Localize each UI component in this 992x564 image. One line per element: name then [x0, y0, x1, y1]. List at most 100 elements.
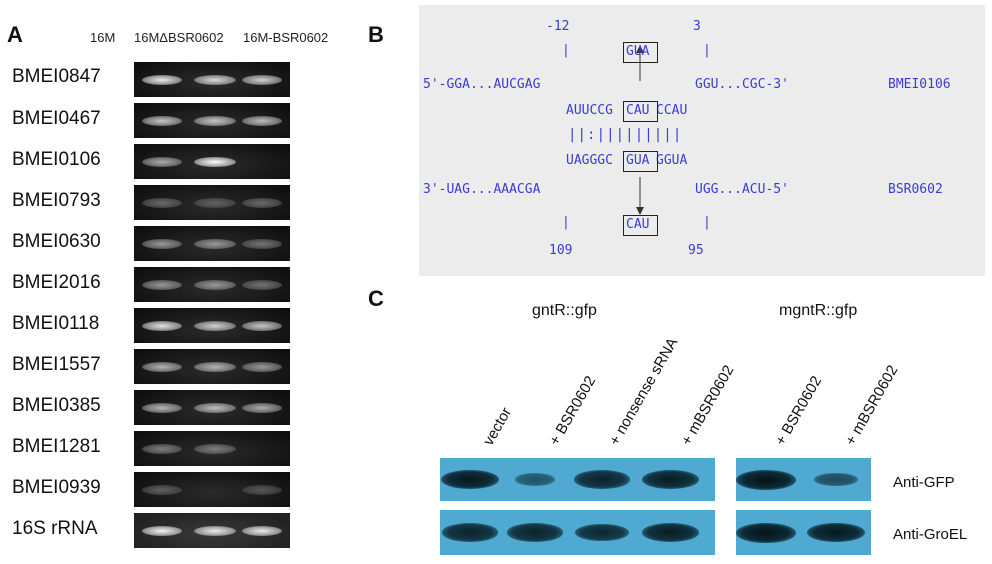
gel-lane-strip [134, 185, 290, 220]
group-label-mgntr: mgntR::gfp [779, 302, 858, 319]
gel-band [142, 198, 182, 208]
gel-band [194, 362, 236, 372]
gel-band [242, 403, 282, 413]
blot-band [442, 523, 498, 542]
blot-band [440, 469, 500, 490]
antibody-label-gfp: Anti-GFP [893, 474, 955, 491]
gel-band [194, 526, 236, 536]
tick-top-left: | [562, 43, 570, 58]
pairing-bottom-right: GGUA [656, 153, 688, 168]
gel-lane-strip [134, 103, 290, 138]
gel-lane-strip [134, 431, 290, 466]
blot-strip-groel-mgntr [736, 510, 871, 555]
panel-label-c: C [368, 286, 384, 311]
gel-lane-strip [134, 226, 290, 261]
gel-band [142, 403, 182, 413]
gel-lane-strip [134, 308, 290, 343]
gel-band [242, 239, 282, 249]
srna-left-sequence: 3'-UAG...AAACGA [423, 182, 541, 197]
position-top-left: -12 [546, 19, 570, 34]
gel-band [194, 157, 236, 167]
mrna-right-sequence: GGU...CGC-3' [695, 77, 789, 92]
gene-label: BMEI0630 [12, 231, 101, 252]
gel-band [142, 280, 182, 290]
tick-bottom-right: | [703, 215, 711, 230]
gel-lane-strip [134, 144, 290, 179]
pairing-top-left: AUUCCG [566, 103, 613, 118]
gel-band [242, 198, 282, 208]
gel-band [142, 526, 182, 536]
lane-label-mbsr0602: + mBSR0602 [678, 362, 738, 449]
gel-band [142, 321, 182, 331]
lane-label-mgntr-bsr0602: + BSR0602 [772, 373, 826, 449]
blot-band [814, 472, 858, 487]
panel-label-b: B [368, 22, 384, 47]
blot-strip-groel-gntr [440, 510, 715, 555]
pairing-arrows [636, 45, 644, 215]
pairing-bottom-left: UAGGGC [566, 153, 613, 168]
gel-band [242, 75, 282, 85]
gel-band [242, 116, 282, 126]
blot-band [736, 522, 796, 543]
gel-band [194, 280, 236, 290]
gel-lane-strip [134, 62, 290, 97]
lane-label-vector: vector [480, 404, 516, 449]
codon-bottom-box [623, 215, 658, 236]
gel-lane-strip [134, 472, 290, 507]
gel-band [242, 362, 282, 372]
gel-band [142, 157, 182, 167]
gel-lane-strip [134, 267, 290, 302]
lane-header-complement: 16M-BSR0602 [243, 30, 329, 45]
gene-label: BMEI2016 [12, 272, 101, 293]
group-label-gntr: gntR::gfp [532, 302, 597, 319]
gel-band [242, 321, 282, 331]
blot-strip-gfp-mgntr [736, 458, 871, 501]
srna-name: BSR0602 [888, 182, 943, 197]
srna-right-sequence: UGG...ACU-5' [695, 182, 789, 197]
blot-band [641, 523, 699, 542]
gel-band [194, 321, 236, 331]
blot-band [507, 523, 563, 542]
gel-band [194, 116, 236, 126]
panel-label-a: A [7, 22, 23, 47]
gel-band [194, 403, 236, 413]
position-bottom-left: 109 [549, 243, 573, 258]
pairing-top-right: CCAU [656, 103, 688, 118]
codon-top-box [623, 42, 658, 63]
pairing-bottom-codon-box [623, 151, 658, 172]
gel-band [194, 198, 236, 208]
gel-band [142, 75, 182, 85]
sequence-pairing-diagram: -12 3 | | GUA 5'-GGA...AUCGAG GGU...CGC-… [419, 5, 985, 276]
blot-band [574, 470, 630, 489]
gene-label: 16S rRNA [12, 518, 98, 539]
gene-label: BMEI0385 [12, 395, 101, 416]
pairing-top-codon: CAU [626, 103, 650, 118]
lane-header-deletion: 16MΔBSR0602 [134, 30, 224, 45]
blot-band [806, 522, 866, 543]
gel-band [242, 526, 282, 536]
mrna-left-sequence: 5'-GGA...AUCGAG [423, 77, 541, 92]
codon-bottom: CAU [626, 217, 650, 232]
gel-band [194, 75, 236, 85]
blot-strip-gfp-gntr [440, 458, 715, 501]
lane-label-mgntr-mbsr0602: + mBSR0602 [842, 362, 902, 449]
gene-label: BMEI0118 [12, 313, 100, 334]
gene-label: BMEI1281 [12, 436, 101, 457]
gene-label: BMEI0939 [12, 477, 101, 498]
pairing-top-codon-box [623, 101, 658, 122]
gel-band [194, 239, 236, 249]
gene-label: BMEI0793 [12, 190, 101, 211]
blot-band [641, 470, 699, 489]
gel-lane-strip [134, 390, 290, 425]
gel-band [142, 239, 182, 249]
gene-label: BMEI1557 [12, 354, 101, 375]
gene-label: BMEI0106 [12, 149, 101, 170]
antibody-label-groel: Anti-GroEL [893, 526, 968, 543]
gel-band [142, 485, 182, 495]
position-top-right: 3 [693, 19, 701, 34]
tick-top-right: | [703, 43, 711, 58]
gel-band [242, 485, 282, 495]
position-bottom-right: 95 [688, 243, 704, 258]
gel-band [142, 362, 182, 372]
gene-label: BMEI0847 [12, 66, 101, 87]
